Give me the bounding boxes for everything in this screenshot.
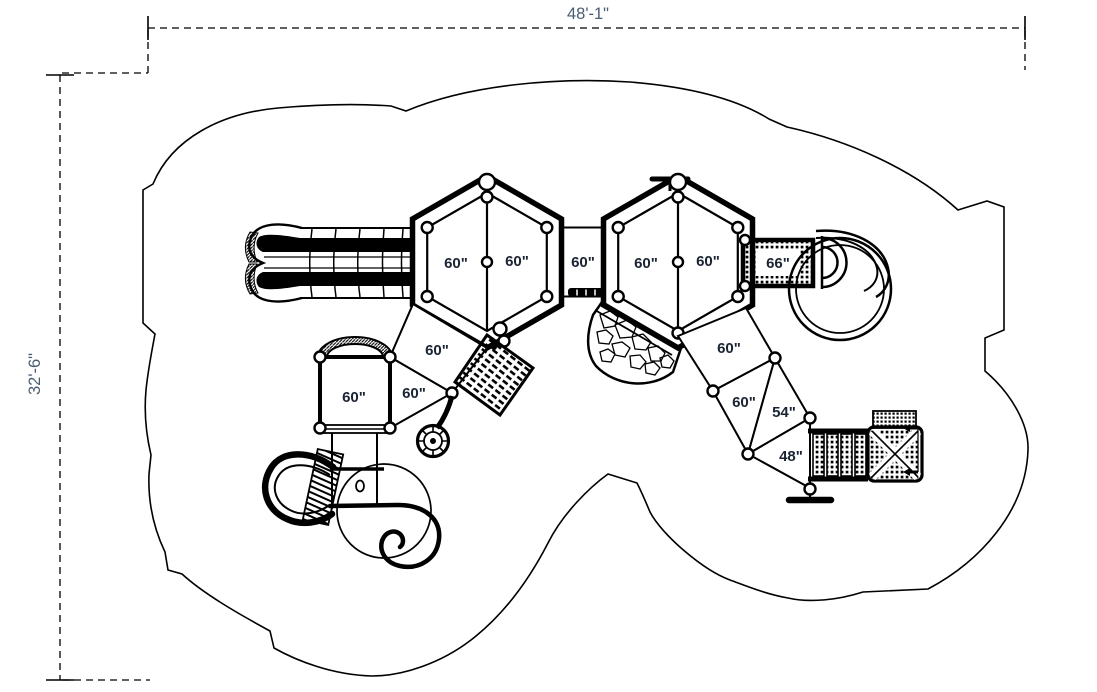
ladder-rungs [301, 448, 345, 526]
post [480, 190, 494, 204]
slide-entry-inner [821, 245, 839, 280]
slide-bed-inner [815, 236, 879, 292]
chute-coupler [355, 479, 365, 493]
post [540, 289, 554, 304]
post [420, 289, 434, 304]
slide-entry-outer [821, 236, 848, 289]
square-deck-area: 60" 60" 60" [313, 302, 489, 435]
dimension-height-text: 32'-6" [26, 353, 44, 395]
flare-hatch-bottom [244, 263, 259, 295]
label-deck-48: 48" [779, 448, 803, 465]
stair-tread [840, 433, 853, 477]
stair-tread [812, 433, 825, 477]
post [731, 289, 745, 304]
label-bridge: 60" [571, 254, 595, 271]
label-tower: 66" [766, 255, 790, 272]
rock-panel-outline [586, 300, 683, 385]
wheel-hub [430, 438, 436, 444]
post [768, 351, 782, 365]
post [671, 255, 685, 269]
slide-cross-ticks [309, 228, 404, 298]
slide-exit-flare [248, 223, 303, 303]
slide-loop-outer [787, 236, 893, 342]
tower-66: 66" [738, 233, 816, 293]
label-deck-54: 54" [772, 404, 796, 421]
ramp-chain-right: 60" 60" 54" 48" [676, 306, 817, 490]
rock-climber [586, 300, 683, 385]
arrow-head [903, 424, 910, 432]
wheel-spokes [418, 426, 448, 456]
label-hex-left-west: 60" [444, 255, 468, 272]
transfer-x-line [871, 430, 919, 478]
post [383, 421, 397, 435]
post [313, 421, 327, 435]
label-deck-tri-left: 60" [402, 385, 426, 402]
label-deck-mid-right: 60" [732, 394, 756, 411]
post [492, 321, 508, 337]
square-deck [318, 355, 392, 430]
arrow-head [903, 468, 910, 476]
label-ramp-upper-right: 60" [717, 340, 741, 357]
dome-climber [316, 336, 394, 358]
post [671, 190, 685, 204]
rock-stones [596, 310, 675, 376]
post [803, 482, 817, 496]
flare-hatch-top [244, 231, 259, 263]
post [313, 350, 327, 364]
entry-arrow-icon [903, 468, 918, 476]
curved-slide [787, 229, 893, 342]
post [420, 220, 434, 235]
post [480, 255, 494, 269]
label-square-deck: 60" [342, 389, 366, 406]
spinner-wheel [415, 395, 455, 459]
dimension-text-backing [548, 2, 632, 26]
dimension-width-text: 48'-1" [567, 5, 609, 23]
spiral-slide [327, 463, 442, 570]
spiral-bed [327, 502, 442, 570]
stair-tread [826, 433, 839, 477]
label-hex-right-west: 60" [634, 255, 658, 272]
label-hex-right-east: 60" [696, 253, 720, 270]
stairs-and-transfer [785, 410, 924, 504]
post [383, 350, 397, 364]
bridge-deck: 60" [561, 226, 604, 298]
stair-tread [854, 433, 867, 477]
rung-band [301, 448, 345, 526]
post [738, 279, 752, 293]
label-hex-left-east: 60" [505, 253, 529, 270]
slide-lane-band-top [256, 234, 410, 252]
climbing-net [452, 332, 536, 418]
post [668, 172, 688, 192]
post [738, 233, 752, 247]
deck-48 [745, 416, 811, 490]
post [706, 384, 720, 398]
post [741, 447, 755, 461]
slide-bed-outer [815, 229, 890, 299]
double-slide [244, 223, 410, 303]
transfer-step [872, 410, 917, 429]
post [611, 289, 625, 304]
wheel-rim [415, 423, 451, 459]
net-panel [452, 332, 536, 418]
entry-arrow-icon [903, 424, 918, 432]
dimension-height: 32'-6" [26, 72, 150, 681]
label-ramp-lower-left: 60" [425, 342, 449, 359]
post [731, 220, 745, 235]
loop-climber [261, 448, 345, 527]
loop-outer [261, 451, 337, 527]
rock-top-rail [598, 301, 681, 351]
slide-lane-band-bottom [256, 272, 410, 290]
use-zone-border [142, 79, 1029, 677]
post [477, 172, 497, 192]
dimension-width: 48'-1" [147, 2, 1026, 74]
post [803, 411, 817, 425]
spiral-footprint [336, 463, 432, 559]
slide-loop-inner [795, 244, 885, 334]
post [611, 220, 625, 235]
post [540, 220, 554, 235]
